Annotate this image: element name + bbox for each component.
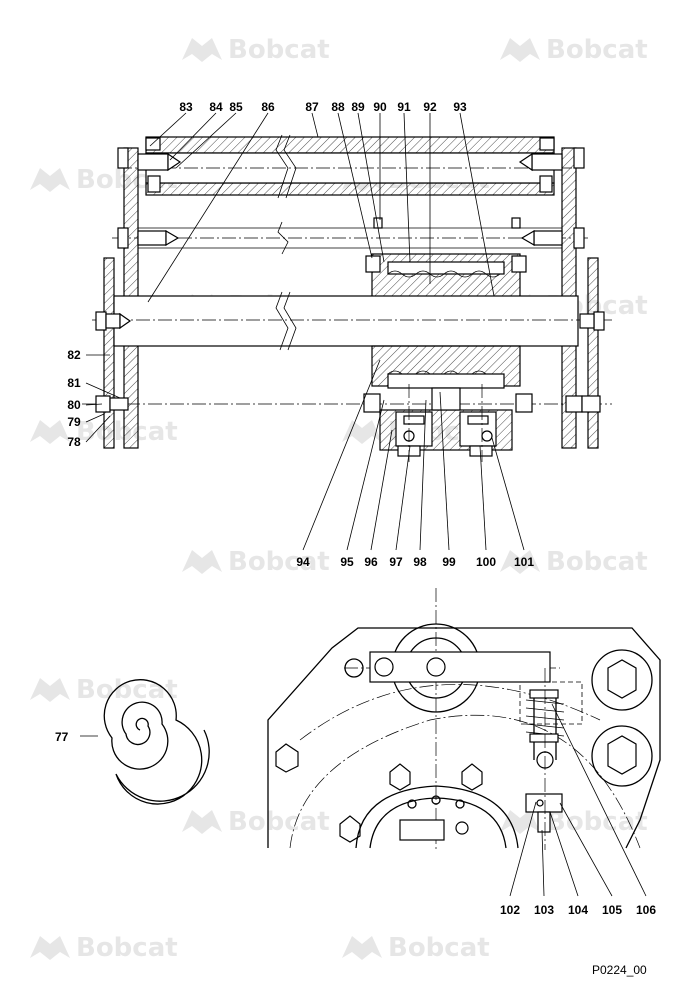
watermark-text: Bobcat — [228, 547, 330, 577]
callout-86: 86 — [261, 100, 275, 114]
watermark-text: Bobcat — [228, 35, 330, 65]
bobcat-logo-icon — [500, 550, 540, 574]
drawing-code: P0224_00 — [592, 963, 647, 977]
bobcat-logo-icon — [342, 936, 382, 960]
callout-98: 98 — [413, 555, 427, 569]
bobcat-logo-icon — [500, 810, 540, 834]
left-callout-labels: 82 81 80 79 78 — [67, 348, 81, 449]
callout-103: 103 — [534, 903, 554, 917]
callout-94: 94 — [296, 555, 310, 569]
side-view — [267, 588, 661, 850]
callout-78: 78 — [67, 435, 81, 449]
callout-90: 90 — [373, 100, 387, 114]
bobcat-logo-icon — [30, 168, 70, 192]
callout-79: 79 — [67, 415, 81, 429]
callout-80: 80 — [67, 398, 81, 412]
callout-97: 97 — [389, 555, 403, 569]
bobcat-logo-icon — [30, 678, 70, 702]
callout-83: 83 — [179, 100, 193, 114]
callout-leaders-top — [85, 112, 525, 551]
callout-101: 101 — [514, 555, 534, 569]
callout-92: 92 — [423, 100, 437, 114]
callout-81: 81 — [67, 376, 81, 390]
watermark-text: Bobcat — [546, 807, 648, 837]
callout-82: 82 — [67, 348, 81, 362]
callout-89: 89 — [351, 100, 365, 114]
callout-88: 88 — [331, 100, 345, 114]
callout-leaders-bottom — [80, 703, 647, 897]
callout-95: 95 — [340, 555, 354, 569]
callout-106: 106 — [636, 903, 656, 917]
bobcat-logo-icon — [30, 936, 70, 960]
watermark-text: Bobcat — [76, 933, 178, 963]
callout-100: 100 — [476, 555, 496, 569]
bobcat-logo-icon — [182, 38, 222, 62]
bobcat-logo-icon — [342, 420, 382, 444]
callout-91: 91 — [397, 100, 411, 114]
bobcat-logo-icon — [182, 810, 222, 834]
lower-callout-labels: 102 103 104 105 106 — [500, 903, 656, 917]
callout-99: 99 — [442, 555, 456, 569]
spiral-spring — [103, 679, 210, 805]
bobcat-logo-icon — [500, 38, 540, 62]
watermark-text: Bobcat — [546, 35, 648, 65]
bobcat-logo-icon — [30, 420, 70, 444]
watermark-text: Bobcat — [388, 933, 490, 963]
callout-102: 102 — [500, 903, 520, 917]
watermark-text: Bobcat — [546, 547, 648, 577]
watermark-text: Bobcat — [228, 807, 330, 837]
callout-84: 84 — [209, 100, 223, 114]
callout-87: 87 — [305, 100, 319, 114]
callout-104: 104 — [568, 903, 588, 917]
top-callout-labels: 83 84 85 86 87 88 89 90 91 92 93 — [179, 100, 467, 114]
section-view — [82, 134, 612, 462]
watermark-text: Bobcat — [76, 675, 178, 705]
bobcat-logo-icon — [182, 550, 222, 574]
callout-93: 93 — [453, 100, 467, 114]
callout-85: 85 — [229, 100, 243, 114]
callout-105: 105 — [602, 903, 622, 917]
callout-77: 77 — [55, 730, 69, 744]
callout-96: 96 — [364, 555, 378, 569]
bottom-callout-labels: 94 95 96 97 98 99 100 101 — [296, 555, 534, 569]
